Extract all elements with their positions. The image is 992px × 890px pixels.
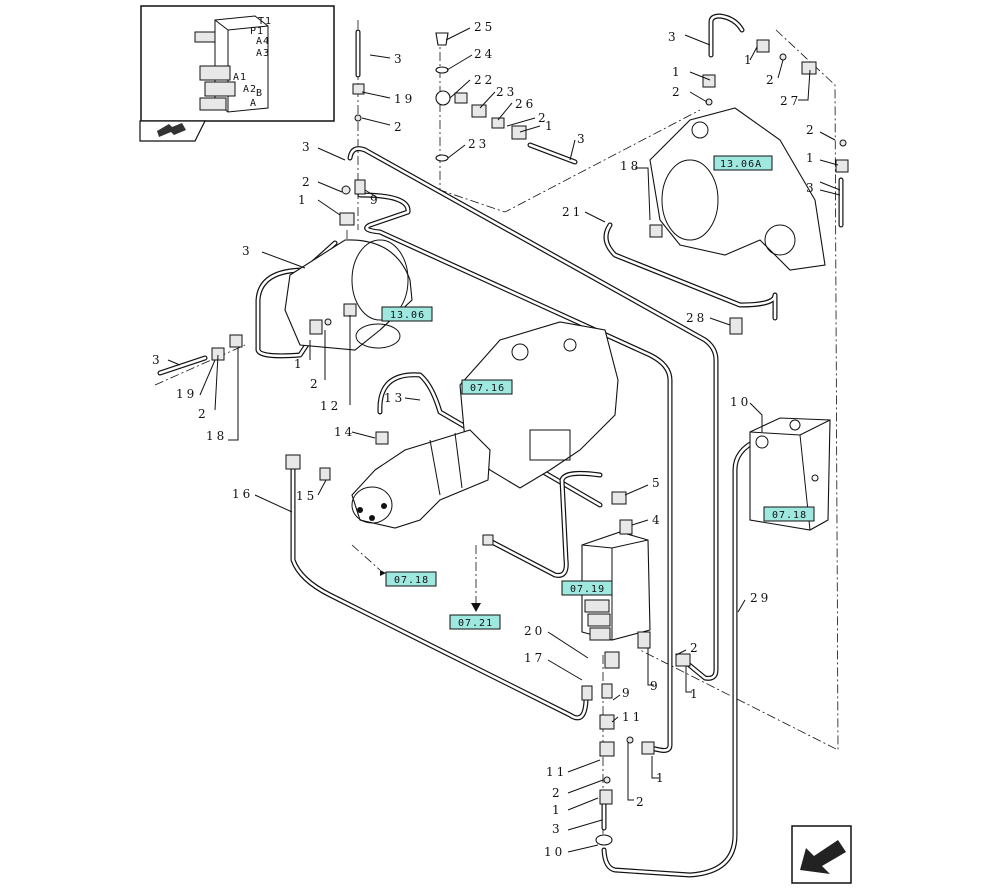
callout-2: 2 — [310, 377, 321, 391]
callout-25: 25 — [474, 20, 495, 34]
inset-mark-a: A — [250, 98, 257, 109]
callout-10: 10 — [544, 845, 565, 859]
xref-13-06A[interactable]: 13.06A — [713, 155, 773, 171]
xref-07-16[interactable]: 07.16 — [461, 379, 513, 395]
callout-numbers: 3 19 2 25 24 22 23 26 2 1 3 23 3 1 2 27 … — [152, 20, 817, 859]
xref-07-21[interactable]: 07.21 — [449, 603, 501, 630]
previous-page-arrow-icon[interactable] — [791, 825, 852, 884]
callout-3: 3 — [394, 52, 405, 66]
callout-3: 3 — [806, 181, 817, 195]
hydraulic-tank — [749, 417, 831, 531]
callout-28: 28 — [686, 311, 707, 325]
callout-1: 1 — [690, 687, 701, 701]
callout-17: 17 — [524, 651, 545, 665]
differential-housing-right — [649, 107, 826, 271]
callout-1: 1 — [672, 65, 683, 79]
leader-lines — [167, 27, 841, 853]
callout-16: 16 — [232, 487, 253, 501]
callout-1: 1 — [656, 771, 667, 785]
callout-21: 21 — [562, 205, 583, 219]
callout-3: 3 — [552, 822, 563, 836]
callout-1: 1 — [298, 193, 309, 207]
xref-07-18-pump-label: 07.18 — [394, 575, 429, 586]
callout-1: 1 — [806, 151, 817, 165]
inset-mark-a1: A1 — [233, 72, 247, 83]
callout-11: 11 — [622, 710, 643, 724]
callout-1: 1 — [294, 357, 305, 371]
axle-housing-left — [284, 239, 413, 351]
callout-2: 2 — [766, 73, 777, 87]
inset-mark-a4: A4 — [256, 36, 270, 47]
callout-2: 2 — [394, 120, 405, 134]
callout-2: 2 — [538, 111, 549, 125]
callout-23: 23 — [468, 137, 489, 151]
callout-20: 20 — [524, 624, 545, 638]
callout-2: 2 — [198, 407, 209, 421]
xref-07-19-label: 07.19 — [570, 584, 605, 595]
hydraulic-pump — [351, 429, 491, 529]
inset-mark-b: B — [256, 88, 263, 99]
callout-18: 18 — [206, 429, 227, 443]
inset-thumbnail[interactable]: P1 T1 A4 A3 A1 A2 B A — [139, 5, 335, 142]
callout-13: 13 — [384, 391, 405, 405]
callout-19: 19 — [394, 92, 415, 106]
callout-14: 14 — [334, 425, 355, 439]
xref-07-16-label: 07.16 — [470, 383, 505, 394]
xref-07-19[interactable]: 07.19 — [561, 580, 613, 596]
inset-arrow-icon — [157, 123, 186, 137]
xref-07-18-pump[interactable]: 07.18 — [380, 570, 437, 587]
inset-mark-t1: T1 — [258, 16, 272, 27]
callout-18: 18 — [620, 159, 641, 173]
callout-10: 10 — [730, 395, 751, 409]
callout-2: 2 — [636, 795, 647, 809]
callout-3: 3 — [577, 132, 588, 146]
callout-2: 2 — [302, 175, 313, 189]
hydraulic-pipes — [157, 13, 844, 878]
callout-11: 11 — [546, 765, 567, 779]
xref-13-06[interactable]: 13.06 — [381, 306, 433, 322]
callout-24: 24 — [474, 47, 495, 61]
callout-9: 9 — [650, 679, 661, 693]
inset-mark-a2: A2 — [243, 84, 257, 95]
xref-13-06A-label: 13.06A — [720, 159, 762, 170]
inset-mark-p1: P1 — [250, 26, 264, 37]
xref-07-18-tank[interactable]: 07.18 — [763, 506, 815, 522]
control-valve-block — [581, 531, 651, 641]
inset-mark-a3: A3 — [256, 48, 270, 59]
callout-1: 1 — [552, 803, 563, 817]
callout-12: 12 — [320, 399, 341, 413]
callout-22: 22 — [474, 73, 495, 87]
callout-5: 5 — [652, 476, 663, 490]
callout-1: 1 — [744, 53, 755, 67]
xref-07-21-label: 07.21 — [458, 618, 493, 629]
callout-29: 29 — [750, 591, 771, 605]
callout-2: 2 — [690, 641, 701, 655]
callout-23: 23 — [496, 85, 517, 99]
callout-2: 2 — [806, 123, 817, 137]
callout-3: 3 — [242, 244, 253, 258]
callout-19: 19 — [176, 387, 197, 401]
fittings — [211, 32, 849, 846]
callout-9: 9 — [622, 686, 633, 700]
callout-4: 4 — [652, 513, 663, 527]
inset-valve-block: P1 T1 A4 A3 A1 A2 B A — [194, 15, 272, 113]
callout-15: 15 — [296, 489, 317, 503]
callout-27: 27 — [780, 94, 801, 108]
callout-2: 2 — [552, 786, 563, 800]
callout-1: 1 — [545, 119, 556, 133]
callout-9: 9 — [370, 193, 381, 207]
callout-3: 3 — [668, 30, 679, 44]
xref-07-18-tank-label: 07.18 — [772, 510, 807, 521]
callout-3: 3 — [302, 140, 313, 154]
callout-26: 26 — [515, 97, 536, 111]
xref-13-06-label: 13.06 — [390, 310, 425, 321]
callout-2: 2 — [672, 85, 683, 99]
callout-3: 3 — [152, 353, 163, 367]
